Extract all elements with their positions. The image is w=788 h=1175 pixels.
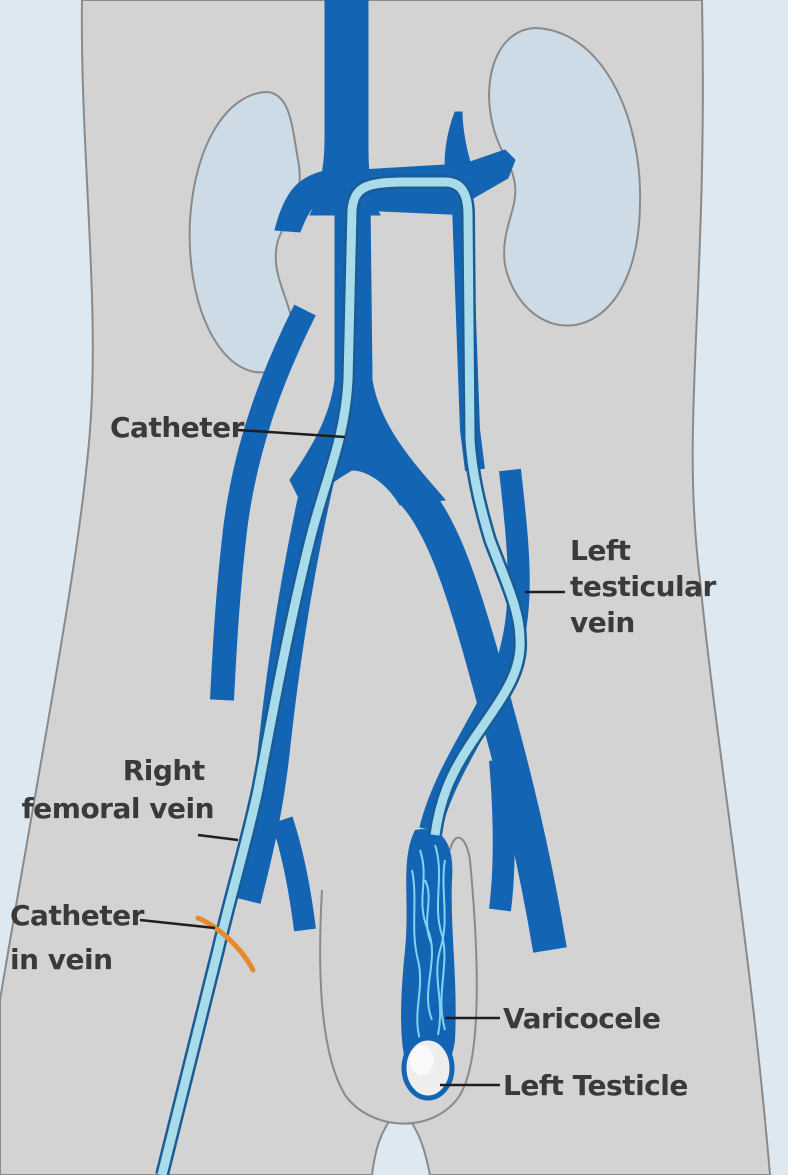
label-varicocele: Varicocele xyxy=(503,1002,660,1035)
label-right-femoral-vein-line1: Right xyxy=(123,754,205,787)
label-left-testicular-vein-line1: Left xyxy=(570,534,631,567)
label-catheter-in-vein-line1: Catheter xyxy=(10,899,145,932)
label-catheter-in-vein-line2: in vein xyxy=(10,943,113,976)
label-left-testicular-vein-line3: vein xyxy=(570,606,635,639)
testicle-highlight xyxy=(410,1045,434,1075)
label-right-femoral-vein-line2: femoral vein xyxy=(22,792,214,825)
label-left-testicular-vein-line2: testicular xyxy=(570,570,717,603)
label-catheter: Catheter xyxy=(110,411,245,444)
label-left-testicle: Left Testicle xyxy=(503,1069,688,1102)
left-lower-branch xyxy=(500,760,504,910)
